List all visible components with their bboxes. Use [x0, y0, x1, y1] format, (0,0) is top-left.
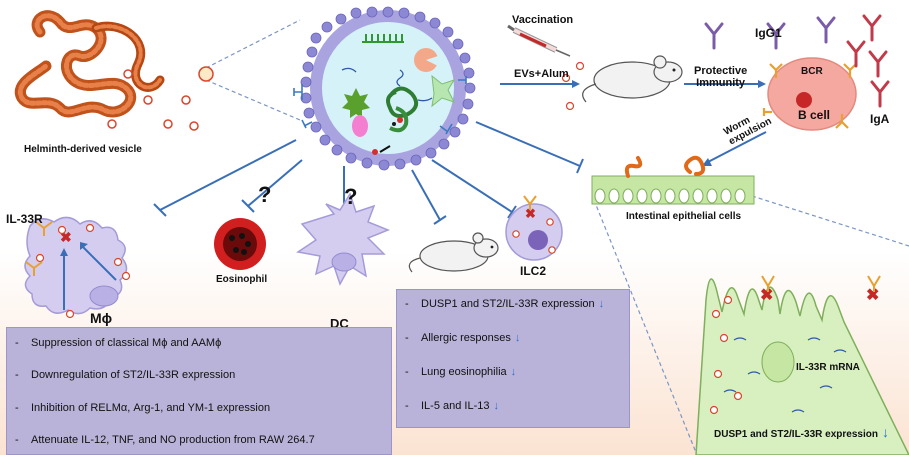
label-ilc2: ILC2	[520, 264, 547, 278]
question-mark-dc: ?	[344, 184, 358, 209]
ilc2-effect-4-text: IL-5 and IL-13	[421, 400, 490, 412]
down-arrow-icon: ↓	[881, 424, 889, 440]
label-eosinophil: Eosinophil	[216, 274, 268, 285]
label-bcr: BCR	[801, 66, 823, 77]
helminth-worm-image	[14, 10, 165, 118]
ilc2-effect-2-text: Allergic responses	[421, 332, 511, 344]
inhibition-arrows	[153, 121, 584, 225]
svg-text:✖: ✖	[866, 287, 879, 304]
gut-expression-text: DUSP1 and ST2/IL-33R expression↓	[714, 424, 889, 440]
ilc2-effect-1: -DUSP1 and ST2/IL-33R expression↓	[405, 298, 604, 310]
macrophage-effect-2-text: Downregulation of ST2/IL-33R expression	[31, 369, 236, 381]
bullet-dash: -	[15, 369, 19, 381]
ilc2-effect-4: -IL-5 and IL-13↓	[405, 400, 499, 412]
bullet-dash: -	[15, 434, 19, 446]
label-intestinal-cells: Intestinal epithelial cells	[626, 211, 742, 222]
label-immunity: Immunity	[696, 77, 746, 89]
macrophage-effect-1-text: Suppression of classical Mϕ and AAMϕ	[31, 337, 222, 349]
ilc2-effect-2: -Allergic responses↓	[405, 332, 520, 344]
ilc2-effect-1-text: DUSP1 and ST2/IL-33R expression	[421, 298, 595, 310]
macrophage-effect-4: -Attenuate IL-12, TNF, and NO production…	[15, 434, 315, 446]
macrophage-effect-2: -Downregulation of ST2/IL-33R expression	[15, 369, 235, 381]
bullet-dash: -	[15, 337, 19, 349]
label-helminth-vesicle: Helminth-derived vesicle	[24, 144, 142, 155]
question-mark-eosinophil: ?	[258, 182, 272, 207]
bullet-dash: -	[405, 332, 409, 344]
eosinophil-cell	[214, 218, 266, 270]
label-protective: Protective	[694, 65, 748, 77]
vaccination-syringe	[507, 24, 571, 57]
label-macrophage: Mϕ	[90, 310, 113, 326]
label-protective-immunity: Protective Immunity	[694, 65, 747, 89]
label-il33r: IL-33R	[6, 212, 43, 226]
b-cell	[762, 57, 857, 131]
svg-text:✖: ✖	[525, 206, 536, 221]
label-iga: IgA	[870, 112, 890, 126]
down-arrow-icon: ↓	[598, 298, 605, 310]
svg-text:✖: ✖	[60, 229, 72, 245]
mouse-lung-model	[408, 232, 499, 273]
down-arrow-icon: ↓	[493, 400, 500, 412]
antibodies	[704, 14, 890, 108]
bullet-dash: -	[15, 402, 19, 414]
label-igg1: IgG1	[755, 26, 782, 40]
macrophage-effect-3: -Inhibition of RELMα, Arg-1, and YM-1 ex…	[15, 402, 270, 414]
ilc2-cell: ✖	[505, 195, 563, 261]
mouse-vaccinated	[582, 55, 683, 103]
gut-expression-label: DUSP1 and ST2/IL-33R expression	[714, 429, 878, 440]
macrophage-effect-4-text: Attenuate IL-12, TNF, and NO production …	[31, 434, 315, 446]
zoom-line-bottom	[205, 79, 301, 121]
ilc2-effects-box: -DUSP1 and ST2/IL-33R expression↓ -Aller…	[396, 289, 630, 428]
dendritic-cell	[296, 192, 391, 286]
protein-ribbon	[386, 86, 419, 133]
ilc2-effect-3-text: Lung eosinophilia	[421, 366, 507, 378]
macrophage-effect-3-text: Inhibition of RELMα, Arg-1, and YM-1 exp…	[31, 402, 271, 414]
ilc2-effect-3: -Lung eosinophilia↓	[405, 366, 516, 378]
zoom-line-gut-top	[751, 195, 909, 247]
label-il33r-mrna: IL-33R mRNA	[796, 362, 860, 373]
label-vaccination: Vaccination	[512, 14, 574, 26]
macrophage-effects-box: -Suppression of classical Mϕ and AAMϕ -D…	[6, 327, 392, 455]
bullet-dash: -	[405, 366, 409, 378]
down-arrow-icon: ↓	[510, 366, 517, 378]
label-evs-alum: EVs+Alum	[514, 68, 569, 80]
zoom-line-gut-bottom	[593, 199, 698, 455]
label-b-cell: B cell	[798, 108, 831, 122]
extracellular-vesicle-large	[293, 6, 476, 171]
bullet-dash: -	[405, 298, 409, 310]
bullet-dash: -	[405, 400, 409, 412]
intestinal-epithelium	[591, 155, 755, 205]
zoom-line-top	[205, 19, 301, 69]
macrophage-cell: ✖	[24, 216, 131, 319]
epithelium-zoom-panel: ✖ ✖	[695, 275, 909, 455]
down-arrow-icon: ↓	[514, 332, 521, 344]
macrophage-effect-1: -Suppression of classical Mϕ and AAMϕ	[15, 337, 221, 349]
svg-text:✖: ✖	[760, 287, 773, 304]
scattered-vesicles	[107, 66, 214, 131]
